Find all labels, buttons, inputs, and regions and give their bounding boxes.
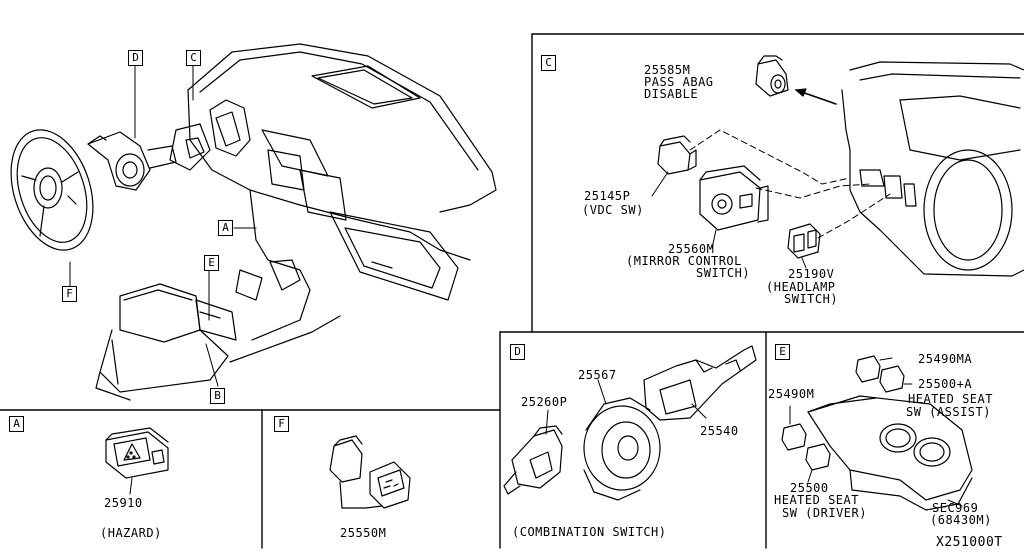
part-25910-number: 25910 (104, 496, 143, 510)
part-25145p-desc: (VDC SW) (582, 203, 644, 217)
part-25190v-number: 25190V (788, 267, 835, 281)
part-25560m-desc-2: SWITCH) (696, 266, 751, 280)
part-25500a-desc-2: SW (ASSIST) (906, 405, 991, 419)
part-25500a-number: 25500+A (918, 377, 973, 391)
callout-c: C (186, 50, 201, 66)
part-25567-number: 25567 (578, 368, 617, 382)
section-a-header: A (9, 416, 24, 432)
part-25500-desc-1: HEATED SEAT (774, 493, 859, 507)
part-25585m-desc-2: DISABLE (644, 87, 699, 101)
switch-25550m-illustration (329, 435, 411, 509)
part-25500-number: 25500 (790, 481, 829, 495)
part-25490m-number: 25490M (768, 387, 815, 401)
part-25560m-number: 25560M (668, 242, 715, 256)
part-25500-desc-2: SW (DRIVER) (782, 506, 867, 520)
dashboard-illustration (95, 43, 497, 401)
section-c-illustration (651, 55, 1024, 277)
callout-b: B (210, 388, 225, 404)
diagram-code: X251000T (936, 535, 1003, 550)
part-25560m-desc-1: (MIRROR CONTROL (626, 254, 742, 268)
section-d-header: D (510, 344, 525, 360)
part-25490ma-number: 25490MA (918, 352, 973, 366)
leader-lines-main (69, 65, 257, 387)
part-sec969-desc: (68430M) (930, 513, 992, 527)
heated-seat-console-illustration (781, 355, 973, 511)
part-25190v-desc-1: (HEADLAMP (766, 280, 836, 294)
callout-a: A (218, 220, 233, 236)
callout-f: F (62, 286, 77, 302)
part-25500a-desc-1: HEATED SEAT (908, 392, 993, 406)
part-25585m-number: 25585M (644, 63, 691, 77)
part-25145p-number: 25145P (584, 189, 631, 203)
part-sec969-number: SEC969 (932, 501, 979, 515)
part-25260p-number: 25260P (521, 395, 568, 409)
section-f-header: F (274, 416, 289, 432)
section-e-header: E (775, 344, 790, 360)
combination-switch-overview (87, 131, 177, 191)
panel-borders (0, 33, 1024, 549)
part-25190v-desc-2: SWITCH) (784, 292, 839, 306)
combination-switch-illustration (503, 345, 757, 501)
part-25585m-desc-1: PASS ABAG (644, 75, 714, 89)
callout-d: D (128, 50, 143, 66)
callout-e: E (204, 255, 219, 271)
part-25550m-number: 25550M (340, 526, 387, 540)
section-c-header: C (541, 55, 556, 71)
hazard-caption: (HAZARD) (100, 526, 162, 540)
steering-wheel-illustration (10, 129, 94, 251)
hazard-switch-illustration (105, 427, 169, 495)
combination-switch-caption: (COMBINATION SWITCH) (512, 525, 667, 539)
part-25540-number: 25540 (700, 424, 739, 438)
